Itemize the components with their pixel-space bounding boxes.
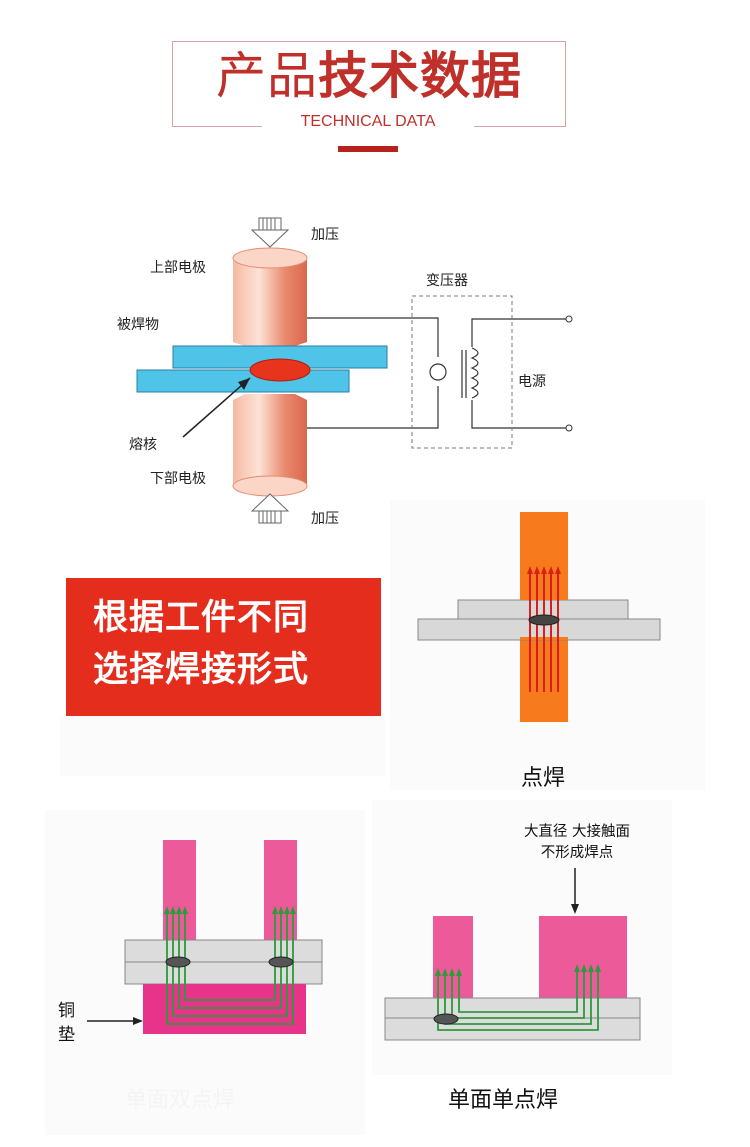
principle-diagram	[136, 217, 573, 524]
single-nugget	[433, 1013, 459, 1025]
callout-line1: 根据工件不同	[93, 598, 310, 638]
copper-label-line1: 铜	[58, 1001, 75, 1021]
callout-banner: 根据工件不同 选择焊接形式	[66, 578, 381, 716]
terminal-bottom	[565, 424, 573, 432]
callout-shadow	[60, 716, 385, 776]
press-arrow-top	[250, 217, 290, 248]
nugget-shape	[249, 358, 311, 382]
terminal-top	[565, 315, 573, 323]
label-press-bottom: 加压	[311, 511, 339, 527]
single-current-lines	[437, 968, 599, 1031]
label-lower-electrode: 下部电极	[150, 471, 206, 487]
single-note: 大直径 大接触面 不形成焊点	[510, 822, 644, 864]
double-spot-diagram	[87, 840, 323, 1034]
double-nugget-left	[165, 956, 191, 968]
single-note-line2: 不形成焊点	[540, 845, 614, 861]
callout-line2: 选择焊接形式	[93, 650, 310, 690]
spot-weld-caption: 点焊	[521, 766, 566, 791]
label-upper-electrode: 上部电极	[150, 260, 206, 276]
transformer-box	[411, 295, 513, 449]
label-nugget: 熔核	[129, 437, 157, 453]
label-transformer: 变压器	[426, 273, 468, 289]
single-spot-diagram	[384, 868, 641, 1041]
spot-nugget	[528, 614, 560, 626]
header-frame	[172, 41, 566, 127]
label-press-top: 加压	[311, 227, 339, 243]
copper-label: 铜 垫	[58, 999, 75, 1047]
single-note-line1: 大直径 大接触面	[523, 824, 631, 840]
lower-electrode-shape	[232, 394, 308, 497]
circuit-wires	[307, 317, 566, 429]
copper-pad	[143, 984, 306, 1034]
single-upper-plate	[384, 997, 641, 1019]
label-power-source: 电源	[518, 374, 546, 390]
double-nugget-right	[268, 956, 294, 968]
upper-electrode-shape	[232, 247, 308, 346]
single-lower-plate	[384, 1017, 641, 1041]
nugget-pointer	[182, 377, 251, 438]
page-subtitle: TECHNICAL DATA	[262, 113, 474, 135]
single-large-electrode	[539, 916, 627, 998]
double-spot-caption: 单面双点焊	[125, 1088, 236, 1113]
single-spot-caption: 单面单点焊	[448, 1088, 559, 1113]
label-workpiece: 被焊物	[117, 317, 159, 333]
copper-label-line2: 垫	[58, 1025, 75, 1045]
spot-weld-diagram	[417, 512, 661, 722]
title-bold: 技术数据	[318, 47, 522, 105]
page-title: 产品技术数据	[172, 45, 566, 107]
title-light: 产品	[216, 47, 318, 105]
transformer-coil	[470, 347, 479, 399]
single-small-electrode	[433, 916, 473, 998]
press-arrow-bottom	[250, 493, 290, 524]
title-underbar	[338, 146, 398, 152]
spot-current-lines	[529, 572, 559, 692]
